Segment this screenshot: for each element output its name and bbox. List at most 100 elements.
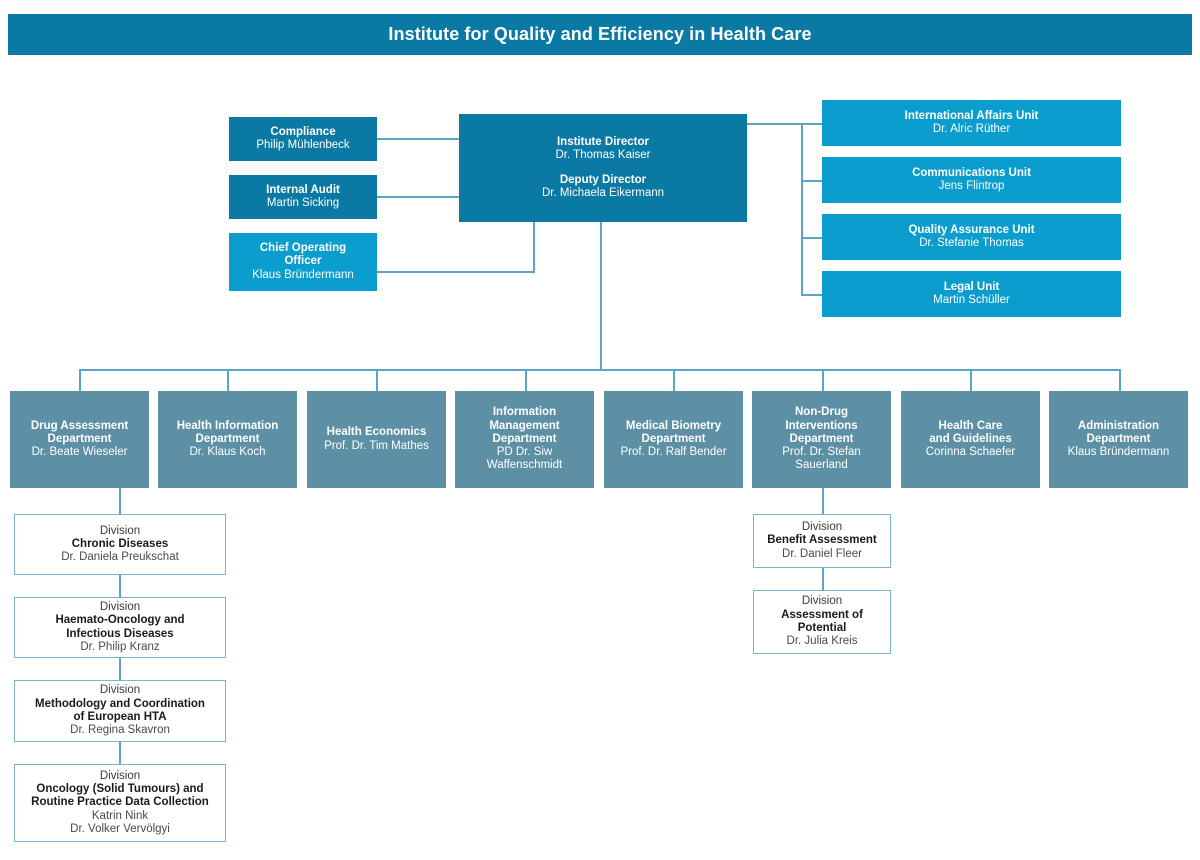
- division-box-assessment-of-potential[interactable]: Division Assessment of Potential Dr. Jul…: [753, 590, 891, 654]
- connector-div-left-1: [119, 488, 121, 514]
- deputy-director-title: Deputy Director: [559, 173, 647, 186]
- connector-units-bus: [801, 123, 803, 295]
- unit-box-international-affairs[interactable]: International Affairs Unit Dr. Alric Rüt…: [822, 100, 1121, 146]
- division-title: Benefit Assessment: [767, 534, 877, 547]
- connector-div-left-3: [119, 658, 121, 680]
- department-box-drug-assessment[interactable]: Drug Assessment Department Dr. Beate Wie…: [10, 391, 149, 488]
- institute-director-name: Dr. Thomas Kaiser: [555, 149, 651, 162]
- connector-units-bus-stub: [747, 123, 803, 125]
- unit-title: Communications Unit: [912, 166, 1031, 179]
- division-kicker: Division: [99, 769, 141, 782]
- staff-box-title: Compliance: [270, 125, 336, 138]
- connector-director-trunk: [600, 222, 602, 370]
- staff-box-name: Philip Mühlenbeck: [256, 139, 350, 151]
- department-box-medical-biometry[interactable]: Medical Biometry Department Prof. Dr. Ra…: [604, 391, 743, 488]
- division-kicker: Division: [99, 524, 141, 537]
- staff-box-name: Klaus Bründermann: [252, 268, 354, 281]
- connector-dept-drop-3: [376, 369, 378, 391]
- division-name: Dr. Regina Skavron: [70, 724, 170, 737]
- department-box-non-drug-interventions[interactable]: Non-Drug Interventions Department Prof. …: [752, 391, 891, 488]
- department-title: Health Economics: [326, 426, 427, 439]
- department-name: Prof. Dr. Tim Mathes: [324, 439, 429, 452]
- department-name: Corinna Schaefer: [925, 446, 1016, 459]
- division-kicker: Division: [99, 600, 141, 613]
- division-title: Assessment of Potential: [781, 608, 863, 634]
- unit-name: Martin Schüller: [933, 294, 1010, 306]
- unit-title: Legal Unit: [943, 280, 1000, 293]
- division-box-benefit-assessment[interactable]: Division Benefit Assessment Dr. Daniel F…: [753, 514, 891, 568]
- staff-box-chief-operating-officer[interactable]: Chief Operating Officer Klaus Bründerman…: [229, 233, 377, 291]
- department-title: Health Care and Guidelines: [929, 419, 1012, 445]
- department-title: Drug Assessment Department: [30, 419, 129, 445]
- department-name: Dr. Klaus Koch: [189, 446, 266, 459]
- connector-coo-horizontal: [376, 271, 534, 273]
- division-title: Chronic Diseases: [71, 537, 169, 550]
- deputy-block: Deputy Director Dr. Michaela Eikermann: [542, 174, 664, 201]
- connector-dept-drop-2: [227, 369, 229, 391]
- department-name: Dr. Beate Wieseler: [31, 446, 128, 459]
- connector-department-bus: [79, 369, 1120, 371]
- division-title: Haemato-Oncology and Infectious Diseases: [55, 614, 185, 640]
- department-title: Health Information Department: [176, 419, 279, 445]
- department-title: Medical Biometry Department: [625, 419, 722, 445]
- division-name: Dr. Daniel Fleer: [782, 547, 862, 560]
- staff-box-title: Internal Audit: [266, 183, 340, 196]
- staff-box-title: Chief Operating Officer: [259, 242, 347, 268]
- department-name: Klaus Bründermann: [1067, 446, 1170, 459]
- connector-dept-drop-5: [673, 369, 675, 391]
- department-box-health-information[interactable]: Health Information Department Dr. Klaus …: [158, 391, 297, 488]
- connector-div-right-1: [822, 488, 824, 514]
- staff-box-internal-audit[interactable]: Internal Audit Martin Sicking: [229, 175, 377, 219]
- department-box-administration[interactable]: Administration Department Klaus Bründerm…: [1049, 391, 1188, 488]
- page-title-text: Institute for Quality and Efficiency in …: [388, 24, 812, 44]
- division-box-haemato-oncology[interactable]: Division Haemato-Oncology and Infectious…: [14, 597, 226, 658]
- connector-internal-audit: [376, 196, 460, 198]
- staff-box-name: Martin Sicking: [266, 197, 340, 209]
- department-box-health-economics[interactable]: Health Economics Prof. Dr. Tim Mathes: [307, 391, 446, 488]
- connector-dept-drop-1: [79, 369, 81, 391]
- staff-box-compliance[interactable]: Compliance Philip Mühlenbeck: [229, 117, 377, 161]
- unit-name: Dr. Alric Rüther: [932, 123, 1011, 135]
- unit-box-quality-assurance[interactable]: Quality Assurance Unit Dr. Stefanie Thom…: [822, 214, 1121, 260]
- unit-box-communications[interactable]: Communications Unit Jens Flintrop: [822, 157, 1121, 203]
- connector-coo-vertical: [533, 222, 535, 273]
- institute-director-title: Institute Director: [556, 135, 649, 148]
- division-kicker: Division: [99, 684, 141, 697]
- unit-title: Quality Assurance Unit: [908, 223, 1035, 236]
- department-name: Prof. Dr. Ralf Bender: [620, 446, 727, 459]
- division-box-chronic-diseases[interactable]: Division Chronic Diseases Dr. Daniela Pr…: [14, 514, 226, 575]
- division-box-oncology-solid-tumours[interactable]: Division Oncology (Solid Tumours) and Ro…: [14, 764, 226, 842]
- division-title: Oncology (Solid Tumours) and Routine Pra…: [31, 783, 209, 809]
- unit-box-legal[interactable]: Legal Unit Martin Schüller: [822, 271, 1121, 317]
- deputy-director-name: Dr. Michaela Eikermann: [541, 186, 665, 199]
- connector-dept-drop-7: [970, 369, 972, 391]
- institute-director-box[interactable]: Institute Director Dr. Thomas Kaiser Dep…: [459, 114, 747, 222]
- unit-name: Dr. Stefanie Thomas: [919, 237, 1024, 249]
- division-name: Dr. Philip Kranz: [80, 640, 160, 653]
- connector-unit-1: [801, 123, 822, 125]
- department-box-information-management[interactable]: Information Management Department PD Dr.…: [455, 391, 594, 488]
- connector-div-left-2: [119, 575, 121, 597]
- division-box-methodology-european-hta[interactable]: Division Methodology and Coordination of…: [14, 680, 226, 742]
- connector-dept-drop-8: [1119, 369, 1121, 391]
- connector-div-left-4: [119, 742, 121, 764]
- department-name: PD Dr. Siw Waffenschmidt: [486, 446, 563, 472]
- division-name: Dr. Julia Kreis: [786, 635, 858, 648]
- department-name: Prof. Dr. Stefan Sauerland: [782, 446, 861, 472]
- connector-dept-drop-6: [822, 369, 824, 391]
- connector-dept-drop-4: [525, 369, 527, 391]
- page-title: Institute for Quality and Efficiency in …: [8, 14, 1192, 55]
- connector-unit-3: [801, 237, 822, 239]
- department-title: Administration Department: [1077, 419, 1160, 445]
- department-box-health-care-and-guidelines[interactable]: Health Care and Guidelines Corinna Schae…: [901, 391, 1040, 488]
- division-name: Katrin Nink Dr. Volker Vervölgyi: [70, 809, 170, 835]
- unit-title: International Affairs Unit: [904, 109, 1039, 122]
- director-block: Institute Director Dr. Thomas Kaiser: [555, 136, 650, 163]
- department-title: Non-Drug Interventions Department: [785, 406, 858, 445]
- connector-unit-2: [801, 180, 822, 182]
- unit-name: Jens Flintrop: [938, 180, 1005, 192]
- division-kicker: Division: [801, 595, 843, 608]
- division-name: Dr. Daniela Preukschat: [61, 551, 179, 564]
- division-kicker: Division: [801, 521, 843, 533]
